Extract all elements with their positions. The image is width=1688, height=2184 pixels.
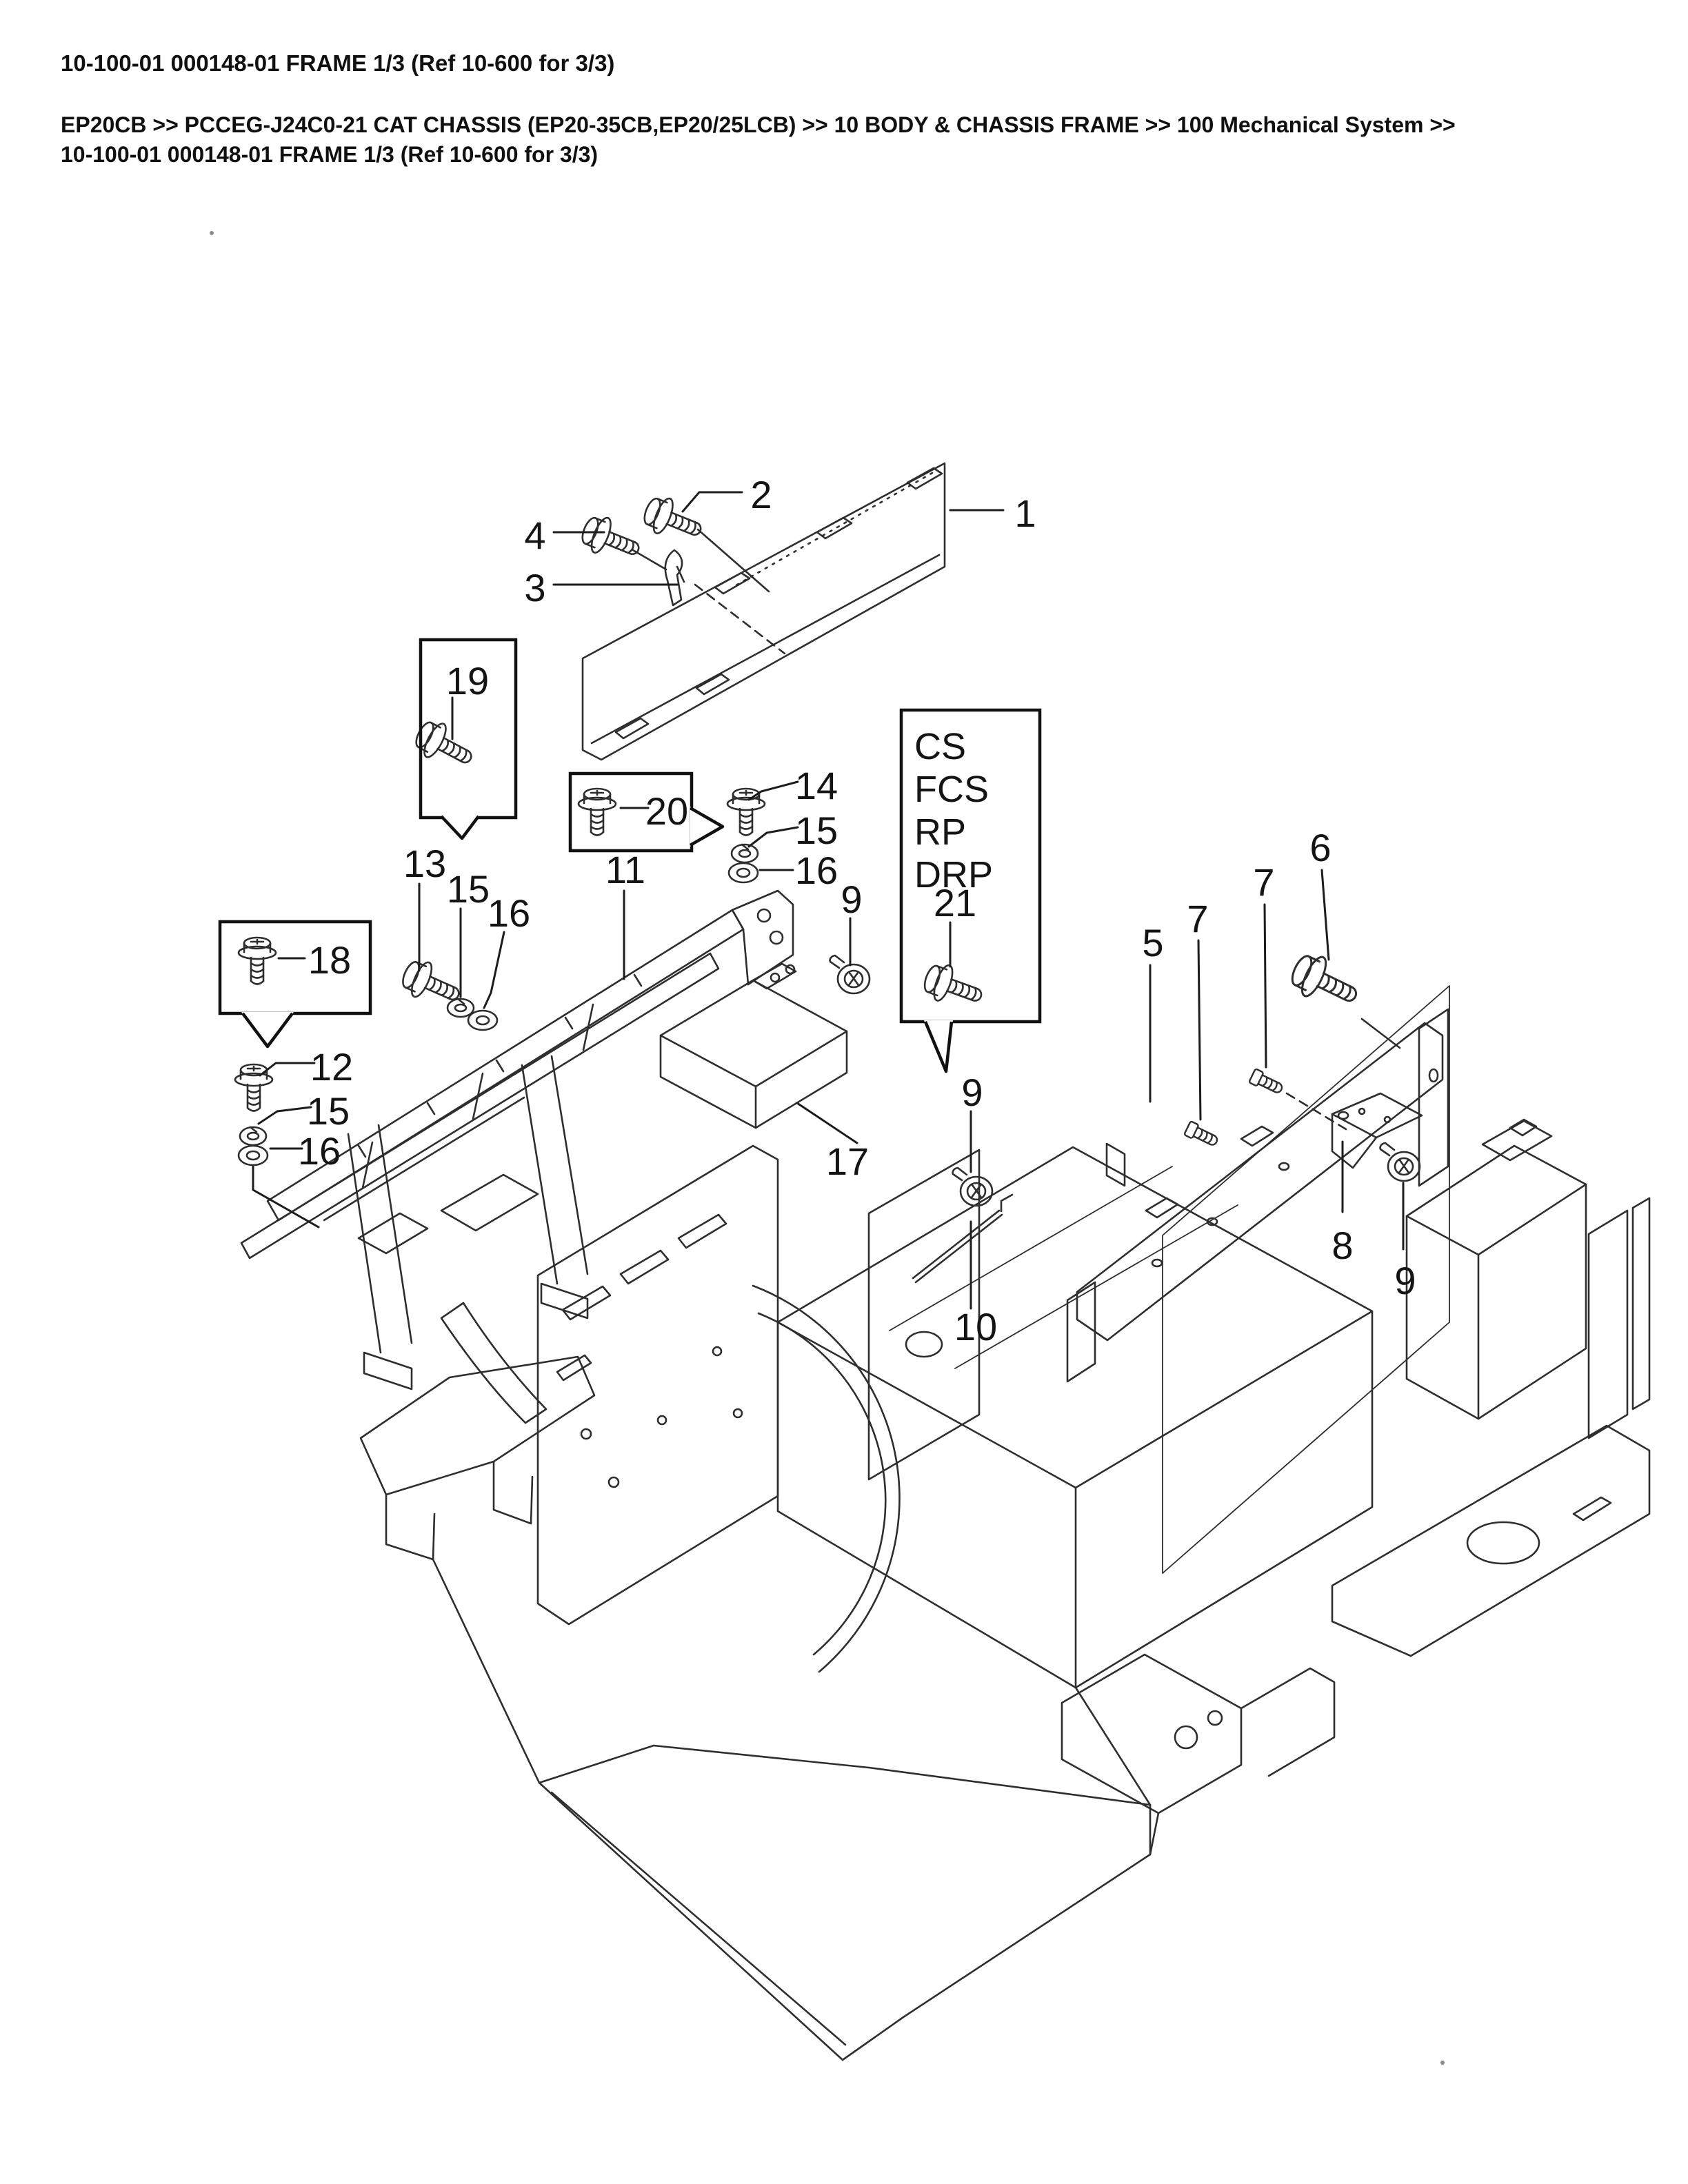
projection-plane (1162, 985, 1450, 1574)
part-11-rail (240, 889, 794, 1391)
callout-7-left: 7 (1187, 897, 1208, 940)
bolt-2 (639, 491, 708, 549)
breadcrumb-line-1[interactable]: EP20CB >> PCCEG-J24C0-21 CAT CHASSIS (EP… (61, 112, 1456, 137)
washer-16-left (237, 1144, 269, 1166)
fastener-9-bottom (1379, 1142, 1421, 1182)
callout-9-top: 9 (841, 878, 862, 921)
leader-lines (252, 491, 1405, 1310)
page-dot-top (210, 231, 214, 235)
washer-15-left (239, 1126, 268, 1146)
callout-6: 6 (1309, 826, 1331, 869)
part-5-plate (1066, 1008, 1449, 1383)
callout-1: 1 (1014, 492, 1036, 535)
callout-7-right: 7 (1253, 860, 1274, 904)
callout-16-right: 16 (795, 849, 838, 892)
variant-rp: RP (914, 811, 966, 853)
washer-15-right (730, 843, 759, 864)
variant-cs: CS (914, 726, 966, 767)
washer-16-mid (467, 1009, 499, 1031)
bolt-20 (577, 787, 617, 836)
washer-15-mid (446, 998, 475, 1018)
bolt-18 (237, 936, 277, 985)
callout-21: 21 (934, 881, 976, 924)
callout-14: 14 (795, 764, 838, 807)
bolt-14 (726, 787, 766, 836)
bolt-7-left (1183, 1120, 1221, 1150)
bolt-6 (1285, 947, 1366, 1018)
part-17-bracket (659, 962, 848, 1129)
washer-16-right (727, 862, 759, 884)
page-title: 10-100-01 000148-01 FRAME 1/3 (Ref 10-60… (61, 50, 615, 76)
callout-10: 10 (954, 1305, 997, 1348)
part-3-clip (664, 549, 685, 607)
callout-13: 13 (403, 842, 446, 885)
callout-15-mid: 15 (447, 867, 490, 911)
bolt-7-right (1247, 1067, 1286, 1098)
callout-4: 4 (524, 514, 545, 557)
callout-16-left: 16 (298, 1129, 341, 1173)
detail-box-20 (568, 771, 725, 853)
callout-17: 17 (826, 1140, 869, 1183)
part-8-bracket (1285, 1092, 1423, 1169)
bolt-21 (919, 958, 989, 1015)
callout-labels: 1 2 3 4 19 20 14 15 16 13 15 16 11 9 18 … (298, 473, 1416, 1348)
callout-16-mid: 16 (488, 891, 530, 935)
callout-19: 19 (446, 659, 489, 702)
fastener-9-mid (952, 1166, 994, 1207)
callout-12: 12 (310, 1045, 353, 1089)
variant-drp: DRP (914, 854, 993, 896)
part-1-panel (581, 462, 946, 761)
callout-9-mid: 9 (961, 1071, 983, 1114)
bolt-13 (396, 954, 467, 1014)
page-dot-bottom (1440, 2061, 1445, 2065)
frame-assembly-art (210, 231, 1651, 2065)
callout-18: 18 (308, 938, 351, 982)
breadcrumb-line-2[interactable]: 10-100-01 000148-01 FRAME 1/3 (Ref 10-60… (61, 142, 599, 167)
callout-15-left: 15 (307, 1089, 350, 1133)
chassis-body (357, 1118, 1651, 2061)
callout-9-bottom: 9 (1394, 1259, 1416, 1302)
variant-box (899, 708, 1042, 1073)
variant-labels: CS FCS RP DRP (914, 726, 993, 896)
variant-fcs: FCS (914, 769, 989, 810)
callout-2: 2 (750, 473, 772, 516)
bolt-4 (576, 510, 646, 569)
callout-20: 20 (645, 789, 688, 833)
callout-11: 11 (605, 848, 645, 891)
detail-box-19 (419, 638, 518, 840)
part-10-rod (912, 1193, 1014, 1284)
callout-3: 3 (524, 566, 545, 609)
callout-8: 8 (1332, 1224, 1353, 1267)
detail-box-18 (218, 920, 372, 1049)
callout-5: 5 (1142, 921, 1163, 964)
callout-15-right: 15 (795, 809, 838, 852)
